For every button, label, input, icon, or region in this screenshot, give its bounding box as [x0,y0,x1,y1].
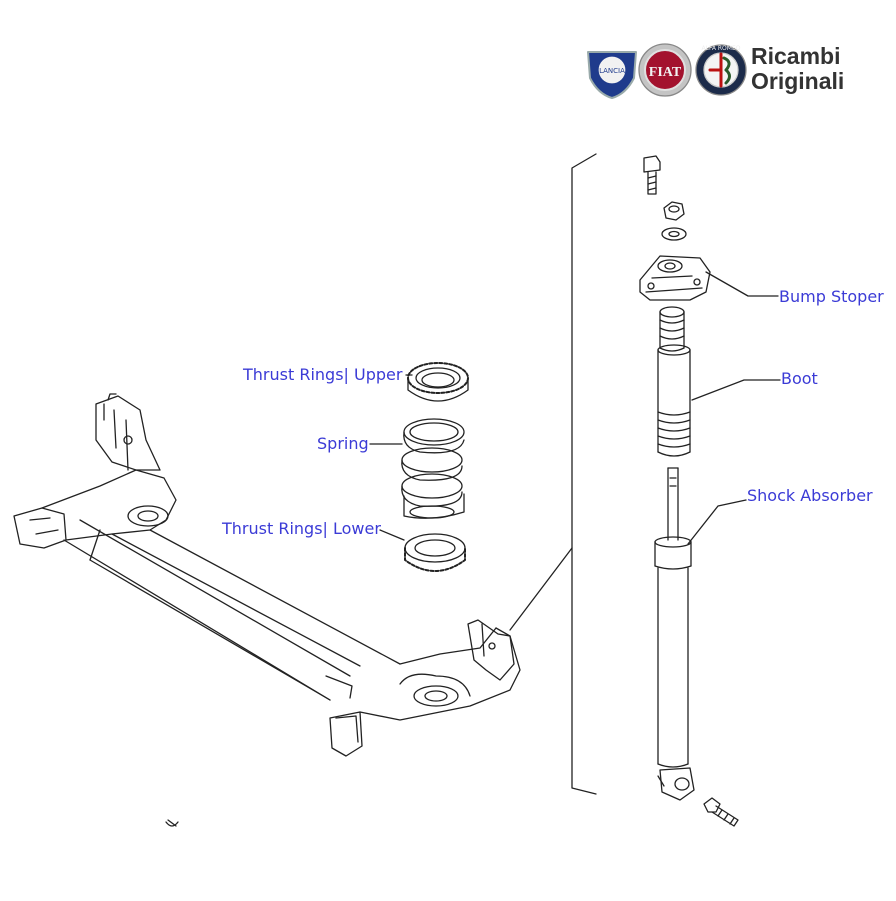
brand-line-1: Ricambi [751,43,841,69]
lower-bolt [703,797,739,827]
thrust-ring-upper [407,362,469,402]
label-thrust-rings-upper: Thrust Rings| Upper [243,365,403,384]
svg-text:ALFA ROMEO: ALFA ROMEO [702,45,741,52]
strut-mount [639,255,711,301]
top-nut [663,201,685,221]
top-bolt [643,155,661,195]
fiat-logo-icon: FIAT [638,43,692,97]
label-shock-absorber: Shock Absorber [747,486,873,505]
lancia-logo-icon: LANCIA [587,51,637,99]
shock-absorber [654,467,695,801]
dust-boot [657,344,691,457]
assembly-bracket [509,153,597,795]
top-washer [661,227,687,241]
svg-text:FIAT: FIAT [649,65,682,80]
brand-title: Ricambi Originali [751,44,844,94]
label-boot: Boot [781,369,818,388]
label-bump-stopper: Bump Stoper [779,287,884,306]
label-thrust-rings-lower: Thrust Rings| Lower [222,519,381,538]
thrust-ring-lower [404,533,466,572]
leader-lines [369,271,781,545]
label-spring: Spring [317,434,369,453]
svg-text:LANCIA: LANCIA [599,67,625,75]
rear-axle-beam [13,393,521,827]
coil-spring [401,418,465,519]
bump-stop [659,306,685,352]
brand-line-2: Originali [751,68,845,94]
alfa-romeo-logo-icon: ALFA ROMEO [695,44,747,96]
